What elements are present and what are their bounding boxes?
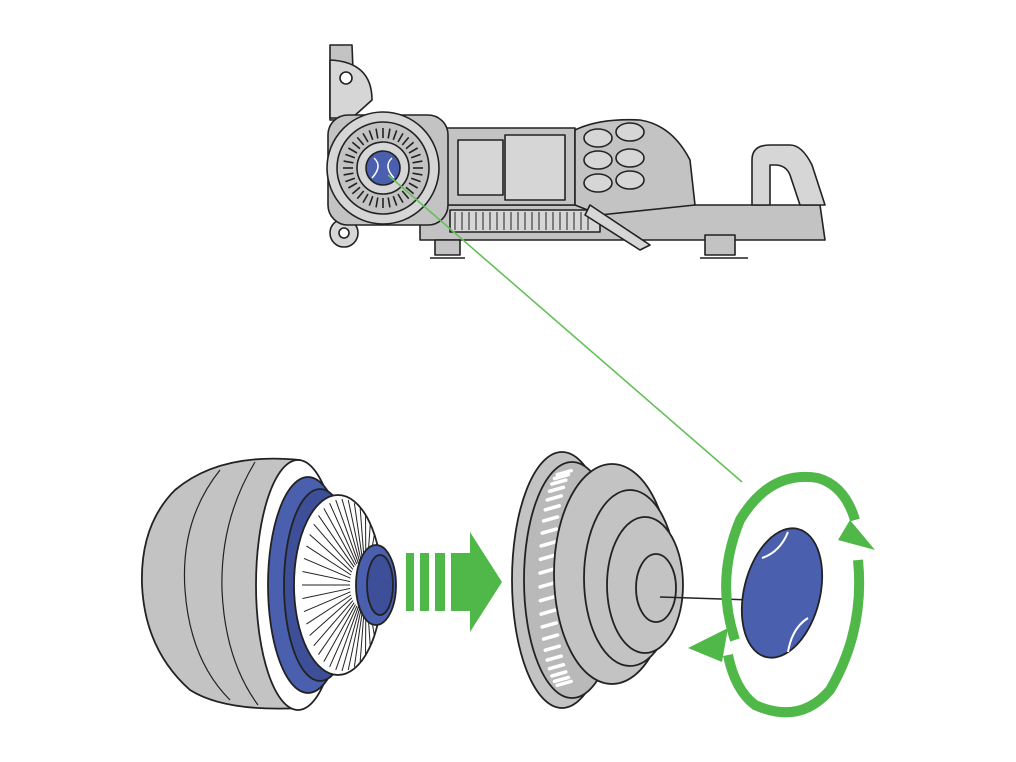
pleat-line bbox=[303, 557, 351, 579]
filter-housing-disc bbox=[511, 451, 684, 709]
pleat-line bbox=[353, 605, 364, 667]
vent-dash bbox=[545, 654, 563, 662]
vent-dash bbox=[550, 478, 568, 486]
pleat-line bbox=[329, 605, 358, 667]
vent-slot bbox=[347, 182, 358, 189]
rotate-arrows-icon bbox=[721, 472, 865, 718]
vent-slot bbox=[412, 172, 423, 176]
vent-dash bbox=[538, 581, 556, 589]
vent-dash bbox=[552, 472, 571, 481]
vent-slot bbox=[356, 136, 365, 146]
vent-slot bbox=[408, 147, 419, 154]
vent-slot bbox=[410, 177, 421, 183]
rotate-arrowhead-top bbox=[838, 520, 875, 550]
cap-connector-line bbox=[659, 596, 753, 601]
pleat-line bbox=[313, 523, 354, 570]
vent-slot bbox=[387, 128, 391, 139]
vent-slot bbox=[343, 160, 354, 164]
filter-cap-icon bbox=[740, 527, 824, 659]
vent-slot bbox=[405, 141, 415, 150]
vent-dash bbox=[539, 608, 557, 616]
vacuum-top-clip bbox=[329, 59, 373, 119]
vent-slot bbox=[401, 136, 410, 146]
vent-slot bbox=[401, 190, 410, 200]
vent-slot bbox=[410, 153, 421, 159]
pleat-line bbox=[323, 604, 356, 662]
pleat-line bbox=[335, 606, 359, 671]
pleat-line bbox=[341, 606, 361, 672]
vent-dash bbox=[543, 504, 562, 512]
vent-slot bbox=[362, 132, 369, 143]
vent-dash bbox=[543, 644, 562, 652]
vent-dash bbox=[541, 633, 560, 641]
vent-slot bbox=[392, 195, 398, 206]
vent-dash bbox=[539, 540, 557, 548]
vent-slot bbox=[351, 141, 361, 150]
housing-center-recess bbox=[635, 553, 677, 623]
vent-dash bbox=[547, 485, 566, 494]
vent-dash bbox=[538, 553, 557, 562]
pleat-line bbox=[302, 587, 351, 599]
vent-slot bbox=[392, 130, 398, 141]
vent-dash bbox=[550, 670, 568, 678]
pleat-line bbox=[309, 534, 353, 573]
callout-leader-line bbox=[387, 174, 743, 483]
direction-arrow-icon bbox=[406, 532, 502, 632]
post-motor-filter-icon bbox=[141, 457, 397, 711]
pleat-line bbox=[323, 508, 356, 566]
vent-dash bbox=[545, 494, 563, 502]
pleat-line bbox=[347, 499, 363, 564]
vent-slot bbox=[356, 190, 365, 200]
vent-slot bbox=[343, 172, 354, 176]
vent-slot bbox=[375, 128, 379, 139]
vent-slot bbox=[368, 130, 374, 141]
vent-slot bbox=[345, 153, 356, 159]
vent-slot bbox=[362, 193, 369, 204]
vent-dash bbox=[538, 594, 557, 603]
rotate-arrowhead-bottom bbox=[688, 628, 728, 662]
vent-dash bbox=[540, 527, 558, 535]
vent-slot bbox=[347, 147, 358, 154]
housing-vent-slots bbox=[538, 468, 573, 688]
upright-vacuum-cleaner-icon bbox=[326, 44, 826, 259]
pleat-line bbox=[329, 503, 358, 565]
vent-slot bbox=[387, 197, 391, 208]
vent-slot bbox=[351, 186, 361, 195]
pleat-line bbox=[309, 597, 353, 636]
vacuum-filter-vents bbox=[343, 128, 423, 208]
vent-dash bbox=[538, 567, 556, 575]
pleat-line bbox=[353, 503, 364, 565]
vent-slot bbox=[412, 160, 423, 164]
vent-dash bbox=[552, 675, 571, 684]
vacuum-rear-handle bbox=[751, 144, 826, 206]
vent-slot bbox=[405, 186, 415, 195]
pleat-line bbox=[335, 499, 359, 564]
vent-dash bbox=[555, 468, 573, 477]
vent-dash bbox=[540, 621, 558, 629]
vent-slot bbox=[375, 197, 379, 208]
pleat-line bbox=[306, 545, 352, 576]
vent-slot bbox=[368, 195, 374, 206]
vent-dash bbox=[547, 662, 566, 671]
pleat-line bbox=[347, 606, 363, 671]
vent-dash bbox=[541, 515, 560, 523]
vent-slot bbox=[397, 193, 404, 204]
pleat-line bbox=[318, 515, 355, 568]
pleat-line bbox=[306, 594, 352, 625]
vent-slot bbox=[345, 177, 356, 183]
pleat-line bbox=[318, 602, 355, 655]
vent-dash bbox=[555, 679, 573, 688]
vacuum-filter-cap-blue bbox=[365, 150, 401, 186]
pleat-line bbox=[341, 498, 361, 564]
pleat-line bbox=[302, 571, 351, 583]
vent-slot bbox=[397, 132, 404, 143]
pleat-line bbox=[313, 600, 354, 647]
vent-slot bbox=[408, 182, 419, 189]
brush-bar-teeth bbox=[454, 212, 589, 230]
pleat-line bbox=[303, 591, 351, 613]
